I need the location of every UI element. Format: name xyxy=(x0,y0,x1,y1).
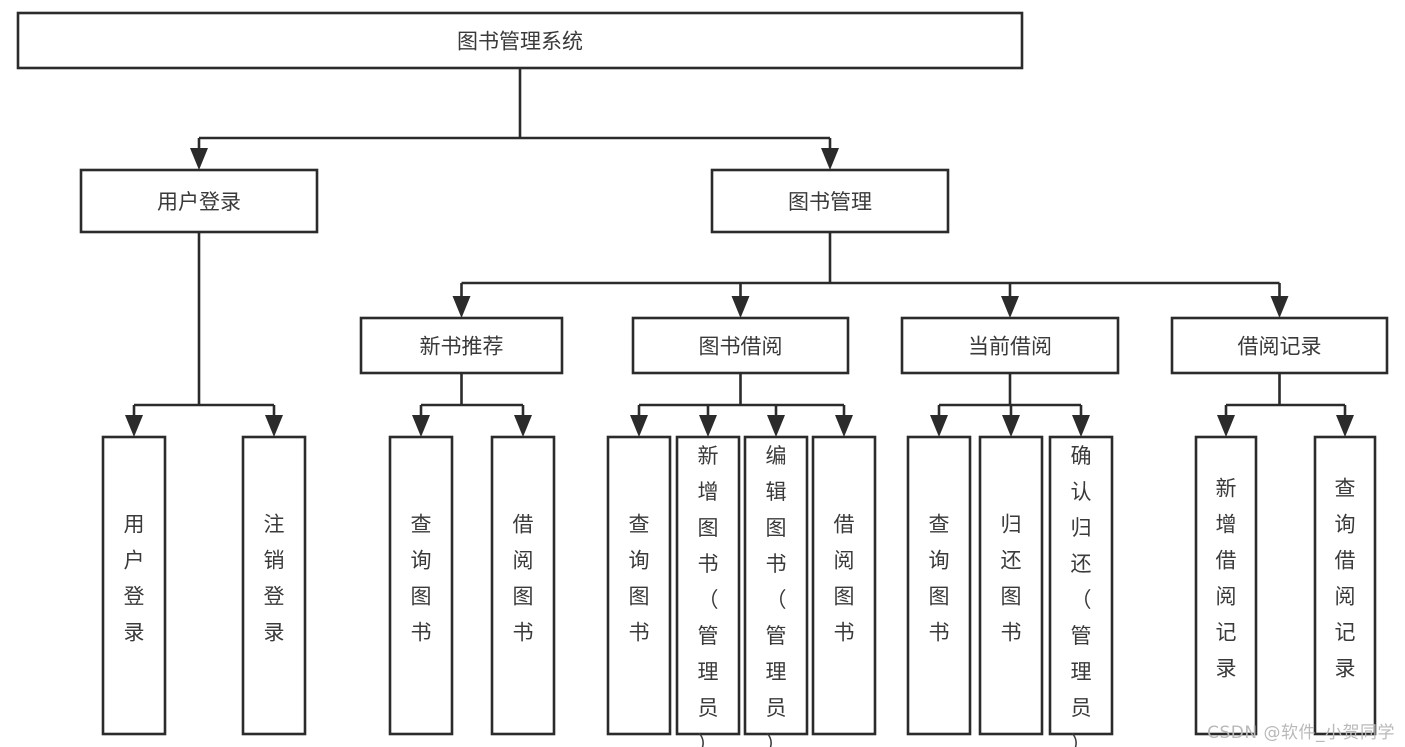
arrow-head-leaf-add-book-admin xyxy=(699,415,717,437)
arrow-head-leaf-confirm-return-admin xyxy=(1072,415,1090,437)
node-box xyxy=(359,316,564,375)
arrow-head-leaf-logout-login xyxy=(265,415,283,437)
node-label: 借阅图书 xyxy=(834,513,855,645)
node-label: 用户登录 xyxy=(157,190,241,214)
leaf-node-leaf-query-book-borrow[interactable]: 查询图书 xyxy=(606,435,672,736)
node-box xyxy=(606,435,672,736)
leaf-node-leaf-query-book-new[interactable]: 查询图书 xyxy=(388,435,454,736)
node-box xyxy=(241,435,307,736)
node-box xyxy=(79,168,319,234)
node-box xyxy=(1048,435,1114,736)
arrow-head-leaf-query-book-borrow xyxy=(630,415,648,437)
leaf-node-leaf-confirm-return-admin[interactable]: 确认归还（管理员） xyxy=(1048,435,1114,747)
node-box xyxy=(743,435,809,736)
arrow-head-leaf-add-borrow-record xyxy=(1217,415,1235,437)
leaf-node-leaf-query-borrow-record[interactable]: 查询借阅记录 xyxy=(1313,435,1377,736)
node-box xyxy=(1194,435,1258,736)
node-box xyxy=(388,435,454,736)
node-label: 注销登录 xyxy=(264,513,285,645)
node-box xyxy=(1313,435,1377,736)
node-box xyxy=(900,316,1120,375)
connector-layer xyxy=(125,68,1354,437)
node-label: 用户登录 xyxy=(124,513,145,645)
node-label: 借阅图书 xyxy=(513,513,534,645)
node-label: 图书管理 xyxy=(788,190,872,214)
node-box xyxy=(675,435,741,736)
arrow-head-leaf-user-login xyxy=(125,415,143,437)
arrow-head-leaf-return-book xyxy=(1002,415,1020,437)
arrow-head-current-borrow xyxy=(1001,296,1019,318)
node-label: 查询借阅记录 xyxy=(1335,477,1356,681)
level2-node-book-management[interactable]: 图书管理 xyxy=(710,168,950,234)
arrow-head-leaf-query-book-new xyxy=(412,415,430,437)
node-label: 编辑图书（管理员） xyxy=(766,444,787,747)
node-box xyxy=(1170,316,1389,375)
node-box xyxy=(710,168,950,234)
arrow-head-leaf-edit-book-admin xyxy=(767,415,785,437)
arrow-head-leaf-query-borrow-record xyxy=(1336,415,1354,437)
root-node-root[interactable]: 图书管理系统 xyxy=(16,11,1024,70)
leaf-node-leaf-borrow-book[interactable]: 借阅图书 xyxy=(811,435,877,736)
leaf-node-leaf-borrow-book-new[interactable]: 借阅图书 xyxy=(490,435,556,736)
level3-node-borrow-record[interactable]: 借阅记录 xyxy=(1170,316,1389,375)
node-box xyxy=(811,435,877,736)
arrow-head-leaf-borrow-book-new xyxy=(514,415,532,437)
node-label: 新书推荐 xyxy=(420,335,504,359)
arrow-head-book-borrow xyxy=(731,296,750,318)
node-label: 新增借阅记录 xyxy=(1216,477,1237,681)
node-label: 借阅记录 xyxy=(1238,335,1322,359)
leaf-node-leaf-edit-book-admin[interactable]: 编辑图书（管理员） xyxy=(743,435,809,747)
arrow-head-leaf-borrow-book xyxy=(835,415,853,437)
leaf-node-leaf-logout-login[interactable]: 注销登录 xyxy=(241,435,307,736)
node-label: 确认归还（管理员） xyxy=(1071,444,1092,747)
node-label: 图书管理系统 xyxy=(457,30,583,54)
node-label: 归还图书 xyxy=(1001,513,1022,645)
node-layer: 图书管理系统用户登录图书管理新书推荐图书借阅当前借阅借阅记录用户登录注销登录查询… xyxy=(16,11,1389,747)
node-label: 图书借阅 xyxy=(699,335,783,359)
arrow-head-leaf-query-book-current xyxy=(930,415,948,437)
arrow-head-user-login xyxy=(190,148,208,170)
level3-node-current-borrow[interactable]: 当前借阅 xyxy=(900,316,1120,375)
node-label: 当前借阅 xyxy=(968,335,1052,359)
node-box xyxy=(490,435,556,736)
node-label: 查询图书 xyxy=(411,513,432,645)
leaf-node-leaf-user-login[interactable]: 用户登录 xyxy=(101,435,167,736)
level3-node-new-book-recommend[interactable]: 新书推荐 xyxy=(359,316,564,375)
leaf-node-leaf-query-book-current[interactable]: 查询图书 xyxy=(906,435,972,736)
node-box xyxy=(16,11,1024,70)
node-label: 新增图书（管理员） xyxy=(698,444,719,747)
level3-node-book-borrow[interactable]: 图书借阅 xyxy=(631,316,850,375)
node-box xyxy=(101,435,167,736)
leaf-node-leaf-add-borrow-record[interactable]: 新增借阅记录 xyxy=(1194,435,1258,736)
node-box xyxy=(906,435,972,736)
leaf-node-leaf-add-book-admin[interactable]: 新增图书（管理员） xyxy=(675,435,741,747)
node-box xyxy=(978,435,1044,736)
arrow-head-book-management xyxy=(821,148,839,170)
node-label: 查询图书 xyxy=(929,513,950,645)
level2-node-user-login[interactable]: 用户登录 xyxy=(79,168,319,234)
arrow-head-borrow-record xyxy=(1270,296,1289,318)
node-box xyxy=(631,316,850,375)
node-label: 查询图书 xyxy=(629,513,650,645)
arrow-head-new-book-recommend xyxy=(452,296,471,318)
leaf-node-leaf-return-book[interactable]: 归还图书 xyxy=(978,435,1044,736)
